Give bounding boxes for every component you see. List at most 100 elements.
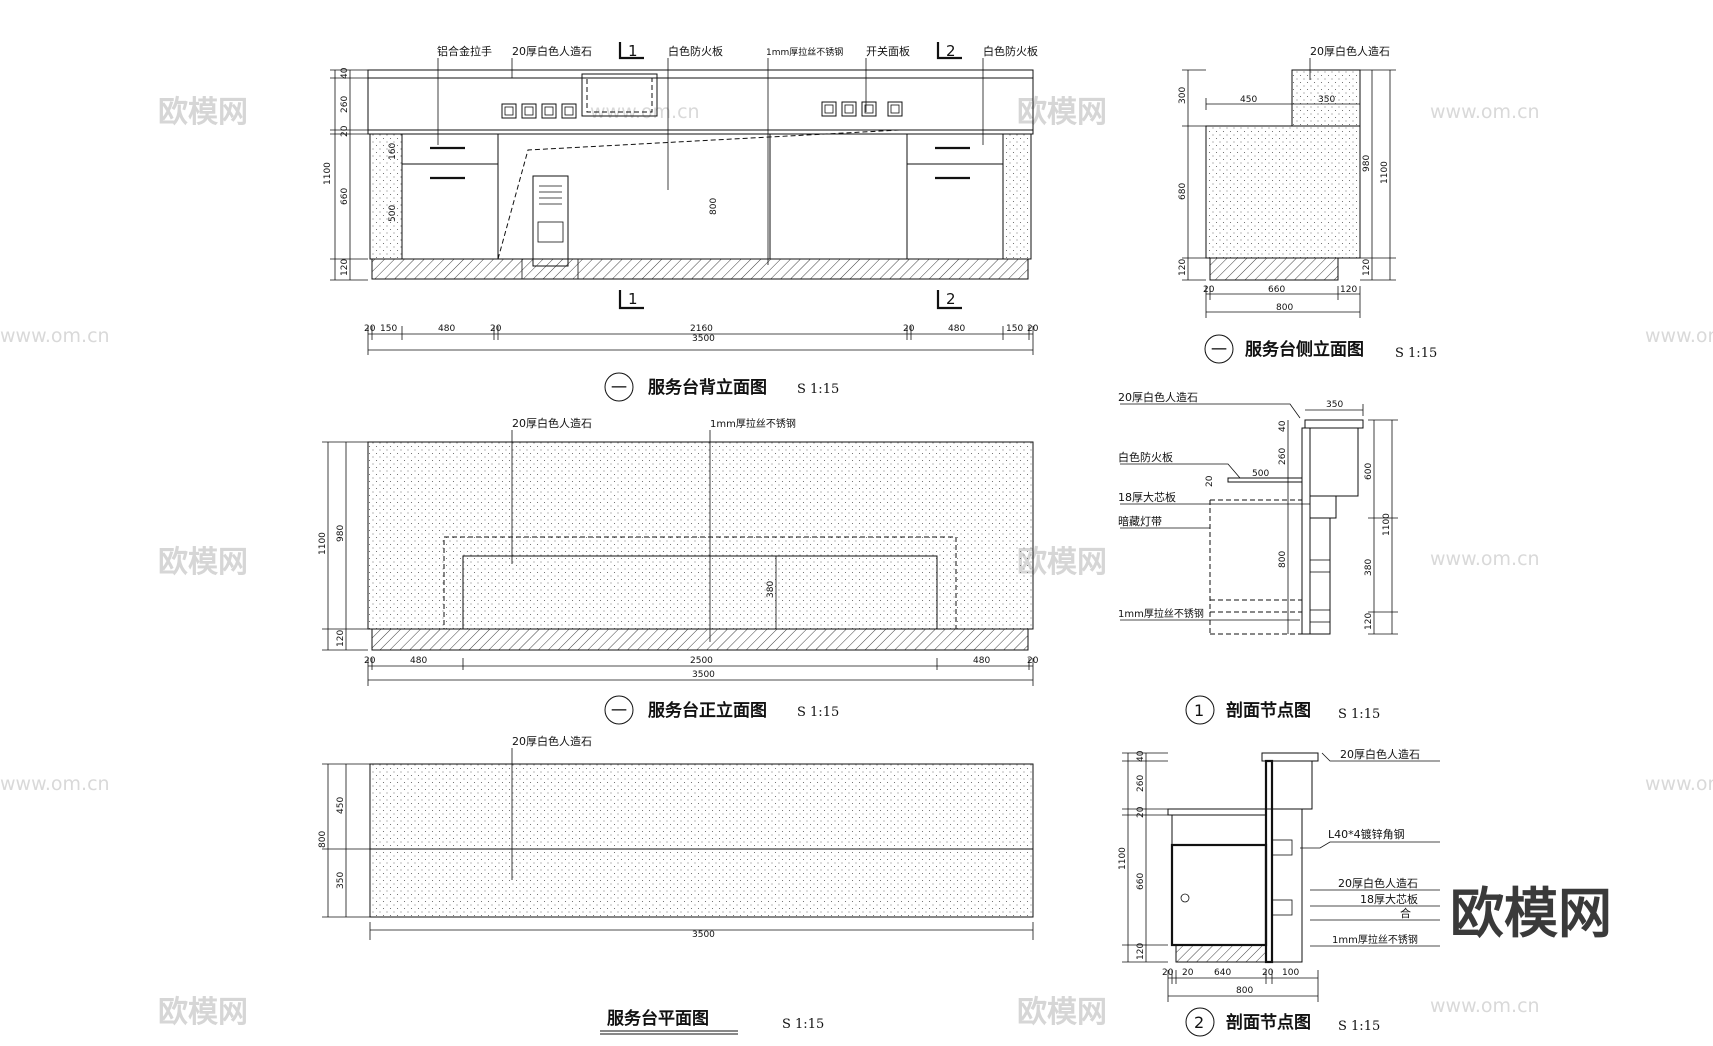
section-detail-2: 20厚白色人造石 L40*4镀锌角钢 20厚白色人造石 18厚大芯板 合 1mm… — [1118, 747, 1440, 1037]
counter-shelf — [1227, 477, 1303, 483]
watermark-logo: 欧模网 — [1017, 95, 1107, 130]
svg-text:1100: 1100 — [318, 532, 328, 555]
svg-text:800: 800 — [709, 198, 719, 215]
note-white-fireboard: 白色防火板 — [668, 44, 723, 58]
side-plinth — [1209, 257, 1339, 281]
svg-text:680: 680 — [1178, 183, 1188, 200]
watermark-url: www.om.cn — [1645, 773, 1713, 795]
svg-text:20: 20 — [1027, 324, 1039, 334]
note-white-stone-side: 20厚白色人造石 — [1310, 44, 1390, 58]
scale-front-elevation: S 1:15 — [797, 705, 839, 720]
front-elevation: 20厚白色人造石 1mm厚拉丝不锈钢 1100 980 120 380 20 4… — [318, 416, 1039, 725]
svg-text:150: 150 — [1006, 324, 1023, 334]
sink-basin — [586, 77, 653, 113]
switch-panel-left — [501, 103, 577, 119]
note-stone-s2: 20厚白色人造石 — [1340, 747, 1420, 761]
title-back-elevation: 服务台背立面图 — [648, 377, 767, 398]
note-steel-s1: 1mm厚拉丝不锈钢 — [1118, 607, 1204, 620]
top-stone — [1304, 419, 1364, 429]
shelf-strip — [367, 129, 1034, 135]
svg-text:2: 2 — [1194, 1013, 1204, 1032]
watermark-logo: 欧模网 — [1017, 995, 1107, 1030]
note-stone-s2b: 20厚白色人造石 — [1338, 876, 1418, 890]
plan-view: 20厚白色人造石 800 450 350 3500 服务台平面图 S 1:15 — [318, 734, 1034, 1035]
note-brushed-steel: 1mm厚拉丝不锈钢 — [766, 46, 843, 58]
svg-text:500: 500 — [1252, 469, 1269, 479]
title-section-2: 剖面节点图 — [1226, 1012, 1311, 1033]
svg-text:1100: 1100 — [323, 162, 333, 185]
svg-text:40: 40 — [1278, 420, 1288, 432]
svg-text:1: 1 — [628, 42, 638, 60]
note-switch-panel: 开关面板 — [866, 44, 910, 58]
total-width: 3500 — [692, 334, 715, 344]
note-blockboard-s2: 18厚大芯板 — [1360, 892, 1418, 906]
svg-text:2160: 2160 — [690, 324, 713, 334]
concealed-shelf — [497, 129, 901, 260]
note-aluminium-handle: 铝合金拉手 — [437, 44, 492, 58]
side-upper — [1291, 69, 1361, 127]
svg-text:600: 600 — [1364, 463, 1374, 480]
svg-text:20: 20 — [490, 324, 502, 334]
svg-text:480: 480 — [973, 656, 990, 666]
svg-text:800: 800 — [1278, 551, 1288, 568]
section-mark-bottom-1: 1 — [618, 290, 644, 310]
scale-plan: S 1:15 — [782, 1017, 824, 1032]
svg-text:20: 20 — [903, 324, 915, 334]
svg-text:480: 480 — [410, 656, 427, 666]
drawer-s2 — [1171, 814, 1267, 846]
vertical-board — [1301, 427, 1311, 635]
view-marker-circle — [1204, 334, 1234, 364]
view-marker-circle — [604, 695, 634, 725]
svg-text:350: 350 — [336, 872, 346, 889]
svg-text:120: 120 — [1340, 285, 1357, 295]
svg-text:480: 480 — [438, 324, 455, 334]
section-marker-circle — [1185, 695, 1215, 725]
note-angle-steel-s2: L40*4镀锌角钢 — [1328, 827, 1405, 841]
svg-text:120: 120 — [1178, 259, 1188, 276]
watermark-url: www.om.cn — [0, 325, 110, 347]
svg-text:2: 2 — [946, 42, 956, 60]
watermark-url: www.om.cn — [1430, 101, 1540, 123]
plan-top — [369, 763, 1034, 918]
svg-text:1: 1 — [1194, 701, 1204, 720]
section-mark-top-1: 1 — [618, 42, 644, 60]
side-elevation: 20厚白色人造石 450 350 300 680 120 980 1100 12… — [1178, 44, 1437, 364]
svg-text:100: 100 — [1282, 968, 1299, 978]
svg-text:450: 450 — [336, 797, 346, 814]
back-elevation: 铝合金拉手 20厚白色人造石 白色防火板 1mm厚拉丝不锈钢 开关面板 白色防火… — [323, 42, 1039, 402]
title-front-elevation: 服务台正立面图 — [648, 700, 767, 721]
scale-section-2: S 1:15 — [1338, 1019, 1380, 1034]
watermark-logo: 欧模网 — [158, 995, 248, 1030]
svg-text:660: 660 — [1136, 873, 1146, 890]
svg-text:980: 980 — [1362, 155, 1372, 172]
svg-text:450: 450 — [1240, 95, 1257, 105]
base-plinth — [371, 258, 1029, 280]
drawer-unit-right — [906, 133, 1004, 260]
note-stone-s1: 20厚白色人造石 — [1118, 390, 1198, 404]
svg-text:20: 20 — [1182, 968, 1194, 978]
svg-text:40: 40 — [1136, 750, 1146, 762]
side-panel-right — [1002, 133, 1032, 260]
center-cavity — [497, 133, 908, 260]
section-marker-circle — [1185, 1007, 1215, 1037]
counter-shelf-s2 — [1167, 808, 1267, 816]
rack-unit — [532, 175, 569, 267]
svg-text:20: 20 — [1162, 968, 1174, 978]
plinth-s2 — [1175, 944, 1267, 963]
svg-text:20: 20 — [1027, 656, 1039, 666]
svg-text:500: 500 — [388, 205, 398, 222]
svg-text:380: 380 — [1364, 559, 1374, 576]
watermark-logo: 欧模网 — [158, 545, 248, 580]
base-plinth-front — [371, 628, 1029, 651]
view-marker-circle — [604, 372, 634, 402]
title-side-elevation: 服务台侧立面图 — [1245, 339, 1364, 360]
section-mark-bottom-2: 2 — [936, 290, 962, 310]
svg-text:一: 一 — [611, 701, 627, 720]
svg-text:20: 20 — [1203, 285, 1215, 295]
svg-text:一: 一 — [611, 378, 627, 397]
watermark-url: www.om.cn — [1645, 325, 1713, 347]
watermark-url: www.om.cn — [1430, 548, 1540, 570]
svg-text:120: 120 — [1362, 259, 1372, 276]
svg-text:120: 120 — [1136, 943, 1146, 960]
svg-text:800: 800 — [1236, 986, 1253, 996]
